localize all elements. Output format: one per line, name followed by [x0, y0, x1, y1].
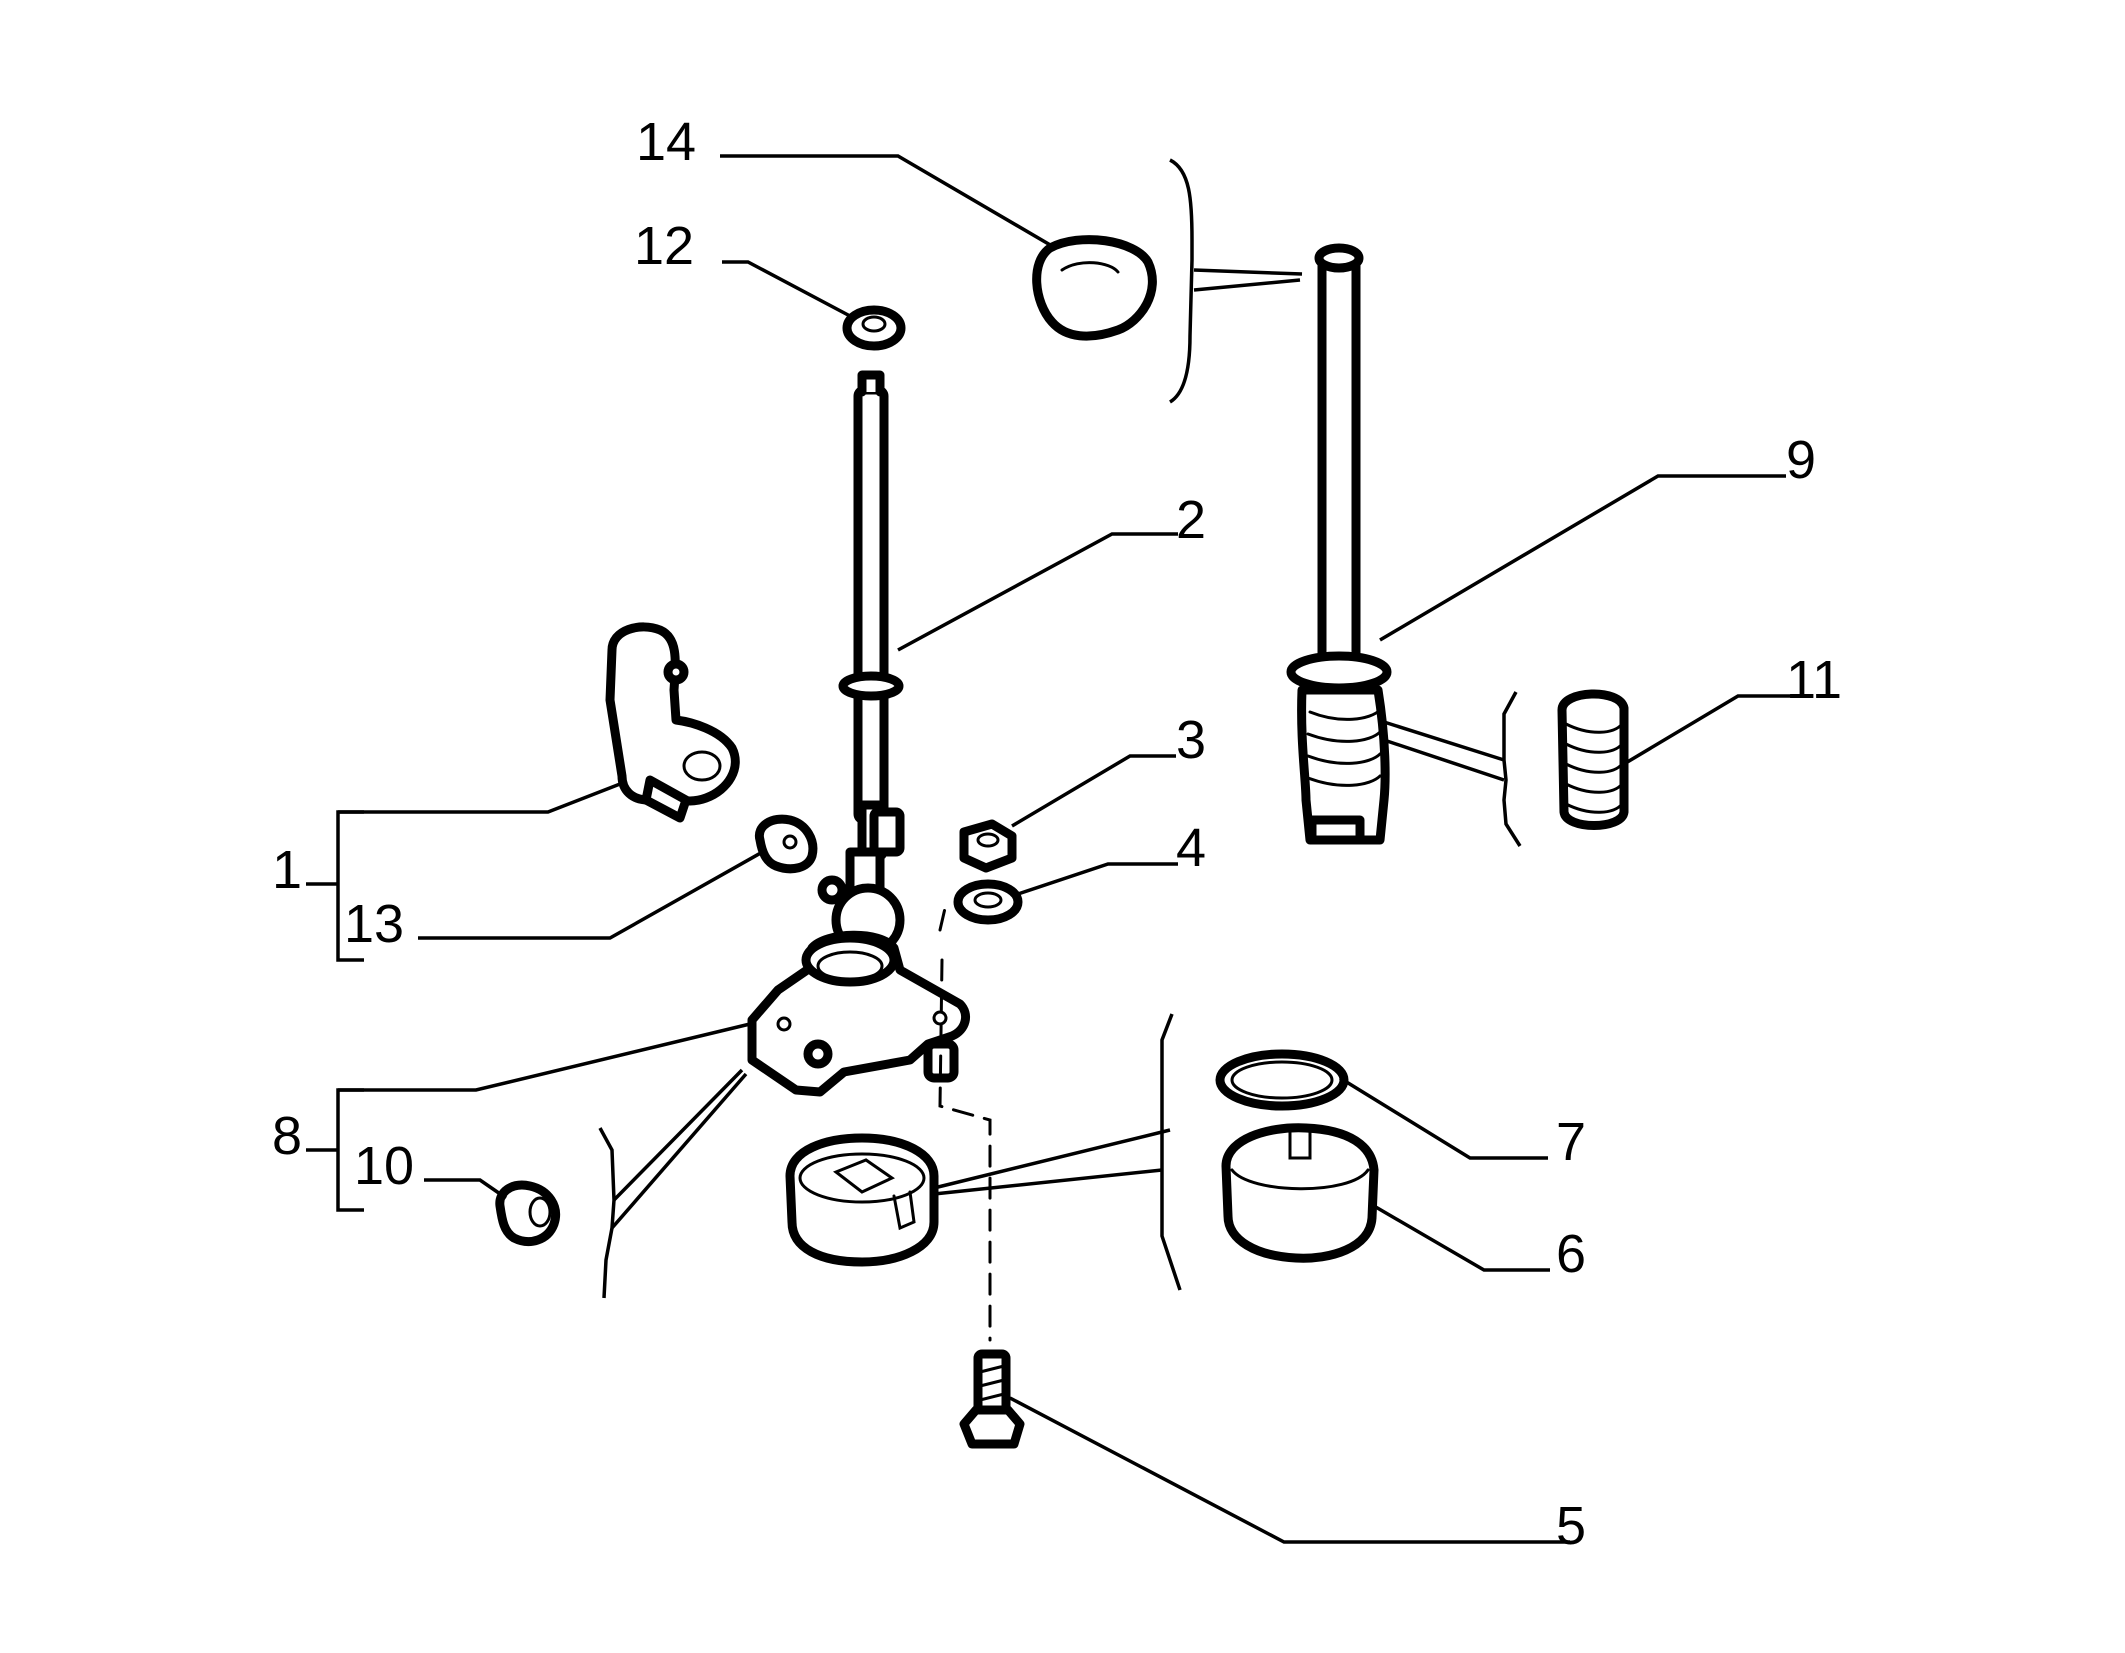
part-8-housing — [747, 930, 971, 1097]
callout-9: 9 — [1786, 430, 1816, 490]
callout-6: 6 — [1556, 1224, 1586, 1284]
callout-11: 11 — [1786, 650, 1842, 710]
callout-4: 4 — [1176, 818, 1206, 878]
callout-7: 7 — [1556, 1112, 1586, 1172]
part-9-rod-spring — [1286, 243, 1392, 845]
part-4-washer — [953, 879, 1023, 925]
callout-8: 8 — [272, 1106, 302, 1166]
part-11-spring — [1557, 689, 1629, 830]
part-6-cup — [1221, 1123, 1379, 1263]
callout-5: 5 — [1556, 1496, 1586, 1556]
part-1-lever — [605, 622, 740, 823]
part-13-bushing — [754, 814, 818, 874]
part-7-oring — [1215, 1049, 1349, 1111]
part-3-nut — [959, 819, 1017, 873]
callout-10: 10 — [354, 1136, 414, 1196]
part-12-bushing — [842, 305, 906, 351]
callout-1: 1 — [272, 840, 302, 900]
part-5-bolt — [959, 1349, 1025, 1449]
callout-14: 14 — [636, 112, 696, 172]
part-cup-square — [785, 1133, 939, 1267]
part-14-knob — [1032, 235, 1157, 341]
callout-13: 13 — [344, 894, 404, 954]
part-2-shift-rod — [817, 370, 905, 957]
callout-3: 3 — [1176, 710, 1206, 770]
callout-2: 2 — [1176, 490, 1206, 550]
callout-12: 12 — [634, 216, 694, 276]
part-10-bushing — [495, 1180, 560, 1246]
